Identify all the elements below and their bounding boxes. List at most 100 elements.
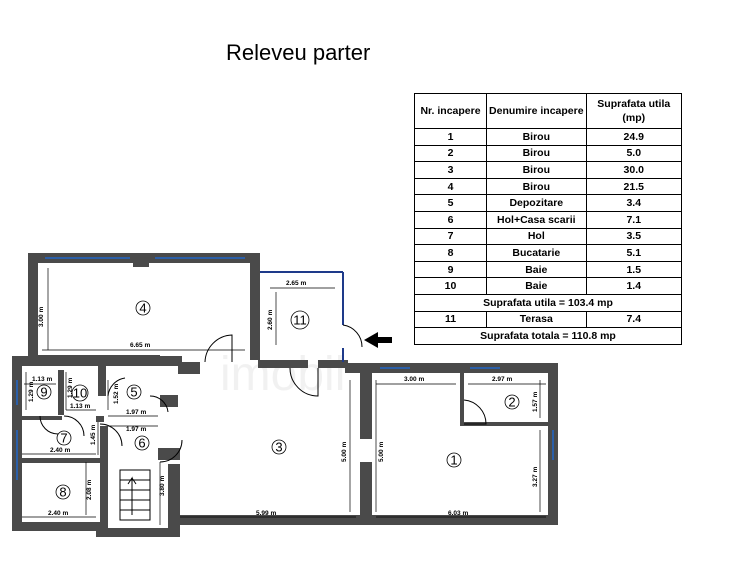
table-cell: Hol bbox=[486, 227, 587, 246]
header-area: Suprafata utila (mp) bbox=[585, 93, 683, 129]
dim-r3-width: 5.99 m bbox=[256, 510, 276, 517]
total-row: Suprafata totala = 110.8 mp bbox=[414, 327, 682, 345]
svg-text:5: 5 bbox=[130, 385, 137, 400]
subtotal-row: Suprafata utila = 103.4 mp bbox=[414, 293, 682, 312]
table-cell: 11 bbox=[413, 310, 488, 329]
terrace-outline bbox=[260, 271, 344, 362]
header-room-number: Nr. incapere bbox=[413, 93, 488, 129]
table-cell: 24.9 bbox=[585, 128, 683, 146]
table-cell: 30.0 bbox=[585, 161, 683, 179]
table-cell: 1.4 bbox=[585, 277, 683, 295]
dim-r8-height: 2.08 m bbox=[86, 480, 93, 500]
room-label-3: 3 bbox=[271, 440, 287, 455]
watermark: imobil bbox=[220, 348, 345, 401]
table-cell: Birou bbox=[486, 161, 587, 179]
windows bbox=[16, 257, 554, 480]
dim-r1-height-right: 3.27 m bbox=[532, 467, 539, 487]
dim-r7-height: 1.45 m bbox=[90, 425, 97, 445]
svg-text:9: 9 bbox=[40, 385, 47, 400]
table-cell: 7 bbox=[413, 227, 488, 246]
svg-text:4: 4 bbox=[139, 301, 146, 316]
room-label-7: 7 bbox=[56, 431, 72, 446]
total-cell: Suprafata totala = 110.8 mp bbox=[414, 327, 682, 345]
dim-r11-width: 2.65 m bbox=[286, 280, 306, 287]
table-cell: Bucatarie bbox=[486, 244, 587, 262]
dim-r9-width: 1.13 m bbox=[32, 376, 52, 383]
dim-r8-width: 2.40 m bbox=[48, 510, 68, 517]
room-label-11: 11 bbox=[290, 310, 310, 330]
table-cell: 10 bbox=[413, 277, 488, 295]
dimension-lines bbox=[22, 268, 546, 525]
dimension-labels: 3.00 m 6.65 m 2.65 m 2.60 m 1.13 m 1.29 … bbox=[28, 280, 539, 517]
table-cell: Birou bbox=[486, 177, 587, 196]
svg-text:2: 2 bbox=[508, 395, 515, 410]
room-label-5: 5 bbox=[126, 385, 142, 400]
plan-title: Releveu parter bbox=[226, 40, 371, 65]
entrance-arrow-icon bbox=[364, 332, 392, 348]
table-cell: 7.4 bbox=[585, 310, 683, 329]
room-label-4: 4 bbox=[135, 301, 151, 316]
table-cell: Birou bbox=[486, 144, 587, 163]
table-cell: Terasa bbox=[486, 310, 587, 329]
table-cell: Depozitare bbox=[486, 194, 587, 212]
table-cell: 5.0 bbox=[585, 144, 683, 163]
staircase bbox=[119, 469, 151, 521]
svg-text:7: 7 bbox=[60, 431, 67, 446]
table-cell: 3.4 bbox=[585, 194, 683, 212]
dim-r5-height: 1.52 m bbox=[113, 384, 120, 404]
header-room-name: Denumire incapere bbox=[486, 93, 587, 129]
area-table: Nr. incapere Denumire incapere Suprafata… bbox=[413, 93, 683, 345]
room-label-9: 9 bbox=[36, 385, 52, 400]
table-cell: Birou bbox=[486, 128, 587, 146]
table-cell: 21.5 bbox=[585, 177, 683, 196]
dim-r10-width: 1.13 m bbox=[70, 403, 90, 410]
table-cell: 5 bbox=[413, 194, 488, 212]
room-label-1: 1 bbox=[446, 453, 462, 468]
table-cell: 3 bbox=[413, 161, 488, 179]
table-cell: 3.5 bbox=[585, 227, 683, 246]
dim-r1-width-top: 3.00 m bbox=[404, 376, 424, 383]
table-cell: Hol+Casa scarii bbox=[486, 210, 587, 229]
room-labels: 4 11 9 10 5 7 6 8 3 1 2 bbox=[36, 301, 520, 500]
table-cell: 6 bbox=[413, 210, 488, 229]
room-label-10: 10 bbox=[71, 384, 89, 402]
door-swings bbox=[39, 324, 487, 463]
svg-text:3: 3 bbox=[275, 440, 282, 455]
dim-r10-height: 1.29 m bbox=[67, 378, 74, 398]
table-cell: 9 bbox=[413, 260, 488, 279]
table-cell: 8 bbox=[413, 244, 488, 262]
dim-r4-height: 3.00 m bbox=[38, 307, 45, 327]
table-cell: 1 bbox=[413, 128, 488, 146]
table-cell: 7.1 bbox=[585, 210, 683, 229]
dim-r7-width: 2.40 m bbox=[50, 447, 70, 454]
dim-r1-width-bottom: 6.03 m bbox=[448, 510, 468, 517]
dim-r6-height: 3.80 m bbox=[159, 476, 166, 496]
table-cell: 4 bbox=[413, 177, 488, 196]
dim-r6-width: 1.97 m bbox=[126, 426, 146, 433]
room-label-8: 8 bbox=[55, 485, 71, 500]
svg-text:1: 1 bbox=[450, 453, 457, 468]
dim-r3-height: 5.00 m bbox=[341, 442, 348, 462]
dim-r2-width: 2.97 m bbox=[492, 376, 512, 383]
room-label-2: 2 bbox=[504, 395, 520, 410]
dim-r4-width: 6.65 m bbox=[130, 342, 150, 349]
dim-r1-height-left: 5.00 m bbox=[378, 442, 385, 462]
table-header-row: Nr. incapere Denumire incapere Suprafata… bbox=[413, 93, 683, 129]
table-cell: 1.5 bbox=[585, 260, 683, 279]
room-label-6: 6 bbox=[134, 436, 150, 451]
table-cell: 2 bbox=[413, 144, 488, 163]
dim-r9-height: 1.29 m bbox=[28, 382, 35, 402]
svg-text:8: 8 bbox=[59, 485, 66, 500]
svg-text:6: 6 bbox=[138, 436, 145, 451]
